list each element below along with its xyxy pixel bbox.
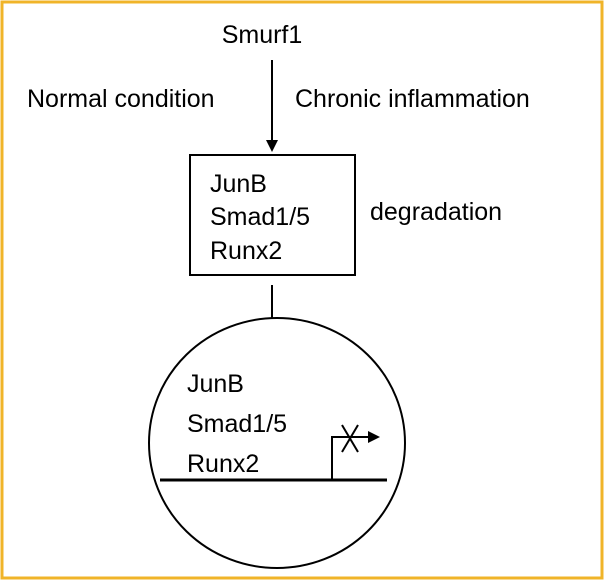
- normal-condition-label: Normal condition: [27, 85, 215, 113]
- chronic-inflammation-label: Chronic inflammation: [295, 85, 530, 113]
- degradation-label: degradation: [370, 198, 502, 226]
- box-item-runx2: Runx2: [210, 237, 282, 265]
- blocked-cross-icon: [341, 424, 359, 453]
- nucleus-item-smad15: Smad1/5: [187, 410, 287, 438]
- nucleus-circle: [148, 317, 406, 569]
- smurf1-label: Smurf1: [222, 21, 303, 49]
- nucleus-item-runx2: Runx2: [187, 450, 259, 478]
- box-item-smad15: Smad1/5: [210, 203, 310, 231]
- nucleus-item-junb: JunB: [187, 370, 244, 398]
- box-item-junb: JunB: [210, 170, 267, 198]
- protein-box: [189, 154, 356, 276]
- transcription-start-arrow: [331, 431, 380, 480]
